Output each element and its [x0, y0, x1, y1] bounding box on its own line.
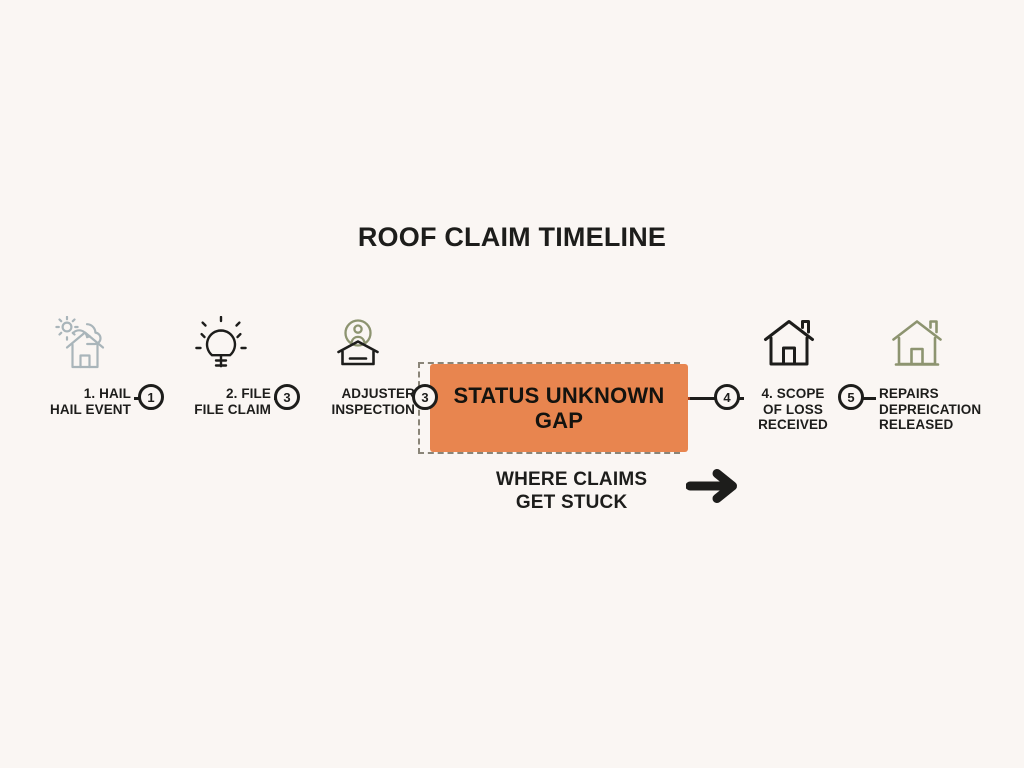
step-label-adjuster-inspection: ADJUSTER INSPECTION	[284, 386, 418, 417]
status-unknown-gap-box[interactable]: STATUS UNKNOWN GAP	[430, 364, 688, 452]
node-3-number: 3	[421, 389, 429, 405]
node-2-number: 3	[283, 389, 291, 405]
node-4[interactable]: 4	[714, 384, 740, 410]
page-title: ROOF CLAIM TIMELINE	[357, 222, 667, 252]
status-gap-label: STATUS UNKNOWN GAP	[453, 383, 665, 433]
caption-where-claims-get-stuck: WHERE CLAIMS GET STUCK	[496, 469, 648, 513]
house-hail-storm-icon	[54, 315, 116, 375]
house-outline-icon	[890, 318, 944, 373]
step-label-hail-event: 1. HAIL HAIL EVENT	[0, 386, 134, 417]
step-label-repairs-depreciation: REPAIRS DEPREICATION RELEASED	[876, 386, 1022, 433]
step-label-scope-of-loss: 4. SCOPE OF LOSS RECEIVED	[744, 386, 842, 433]
node-5[interactable]: 5	[838, 384, 864, 410]
node-1[interactable]: 1	[138, 384, 164, 410]
node-5-number: 5	[847, 389, 855, 405]
house-icon	[762, 318, 816, 373]
node-2[interactable]: 3	[274, 384, 300, 410]
node-3[interactable]: 3	[412, 384, 438, 410]
arrow-right-icon	[685, 466, 742, 511]
node-4-number: 4	[723, 389, 731, 405]
node-1-number: 1	[147, 389, 155, 405]
sun-claim-icon	[192, 315, 250, 375]
roof-inspection-badge-icon	[330, 315, 386, 376]
